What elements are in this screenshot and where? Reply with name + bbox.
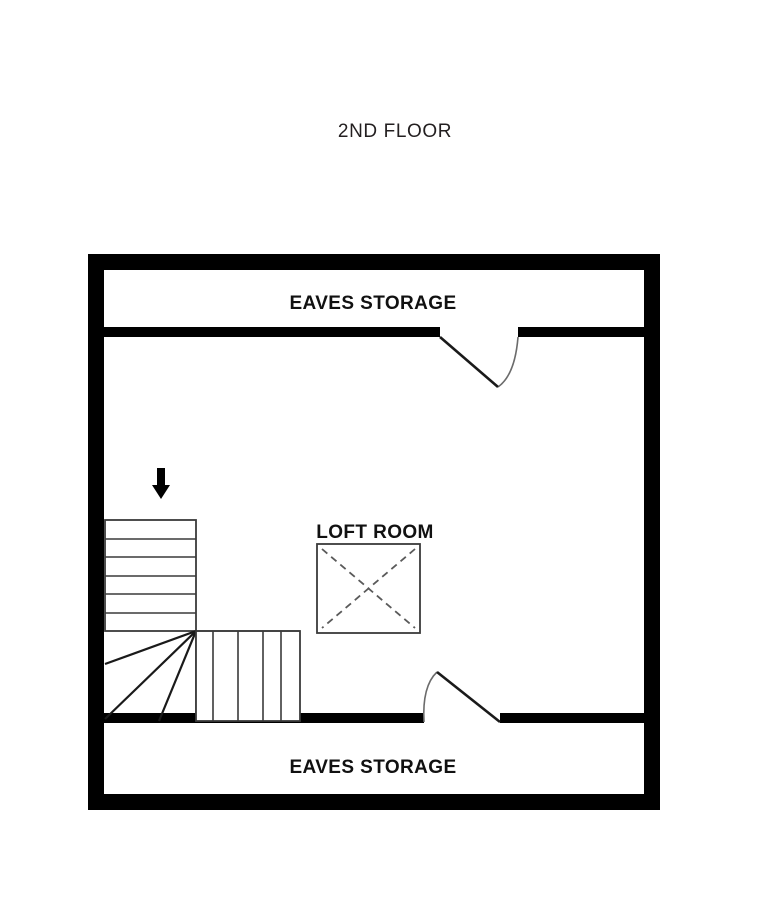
winder-ray-2: [104, 630, 197, 720]
room-label-loft-room: LOFT ROOM: [316, 522, 434, 543]
stair-direction-arrow-icon: [152, 468, 170, 499]
stair-lower-flight: [195, 630, 301, 722]
partition-wall-top-right: [518, 327, 644, 337]
door-swing-arc-top: [497, 336, 519, 388]
door-leaf-top: [439, 336, 499, 388]
page-title: 2ND FLOOR: [338, 121, 452, 142]
door-swing-arc-bottom: [422, 671, 438, 723]
winder-ray-3: [157, 630, 198, 722]
door-leaf-bottom: [436, 670, 501, 724]
winder-ray-1: [104, 629, 197, 666]
partition-wall-bottom-right: [500, 713, 644, 723]
room-label-eaves-storage-bottom: EAVES STORAGE: [289, 757, 456, 778]
room-label-eaves-storage-top: EAVES STORAGE: [289, 293, 456, 314]
loft-void-symbol: [316, 543, 421, 634]
partition-wall-top-left: [104, 327, 440, 337]
door-eaves-storage-bottom: [422, 670, 501, 724]
void-diagonal-2: [321, 548, 416, 629]
door-eaves-storage-top: [439, 336, 519, 388]
staircase: [104, 468, 301, 722]
